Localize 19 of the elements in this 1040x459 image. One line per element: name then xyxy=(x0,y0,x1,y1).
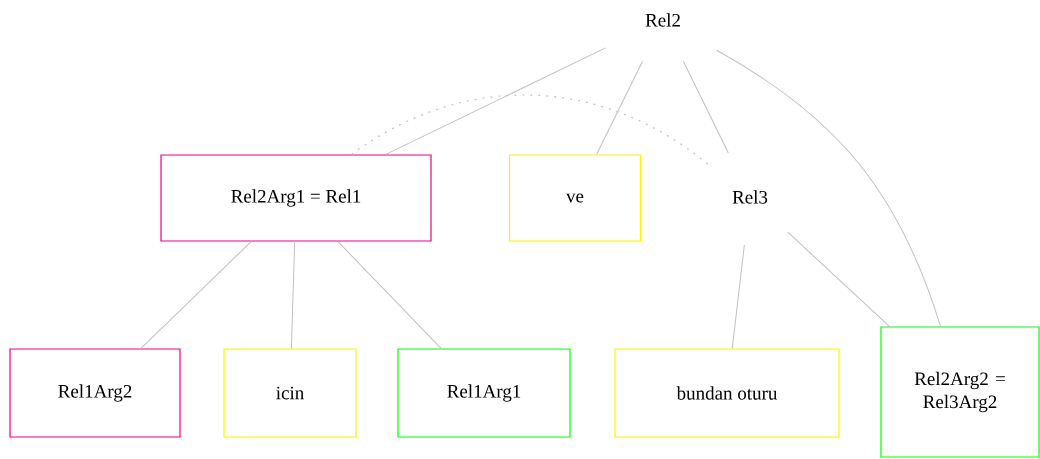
connector xyxy=(350,94,710,166)
connector xyxy=(596,61,643,155)
node-label: Rel3 xyxy=(732,190,768,204)
word-box: icin xyxy=(223,348,357,438)
connector xyxy=(337,241,442,349)
connector xyxy=(787,231,890,327)
concept-box: Rel1Arg2 xyxy=(9,348,181,438)
concept-box: Rel1Arg1 xyxy=(397,348,571,438)
word-box: bundan oturu xyxy=(614,348,840,438)
connector xyxy=(682,61,729,154)
concept-box: Rel2Arg1 = Rel1 xyxy=(160,154,432,242)
connector xyxy=(290,241,296,349)
connector xyxy=(731,244,745,349)
concept-box: Rel2Arg2 = Rel3Arg2 xyxy=(880,326,1040,458)
connector xyxy=(140,241,252,349)
connector xyxy=(716,49,942,327)
word-box: ve xyxy=(508,154,642,242)
connector xyxy=(385,47,607,155)
node-label: Rel2 xyxy=(645,13,680,27)
